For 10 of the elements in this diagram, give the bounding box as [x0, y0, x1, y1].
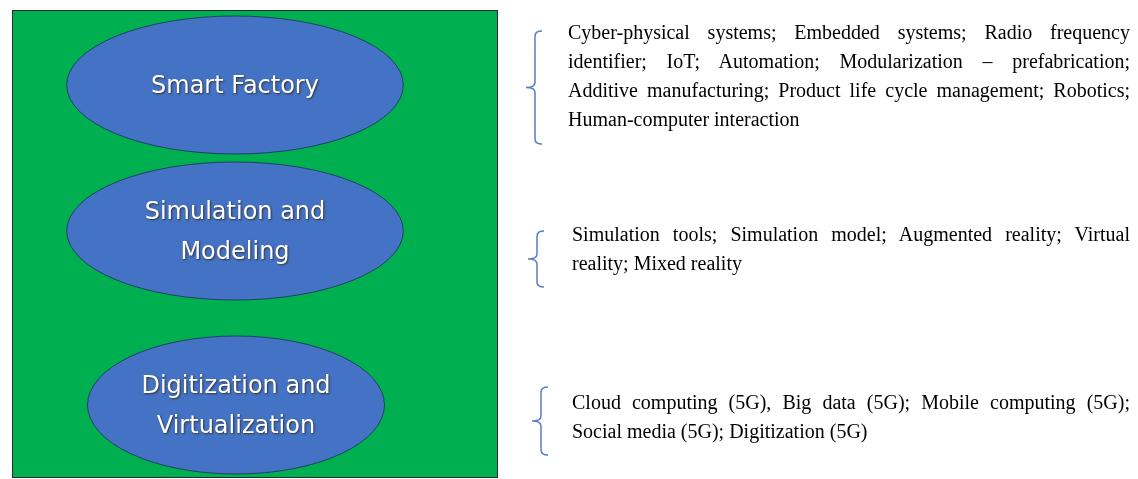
note-text: Cyber-physical systems; Embedded systems; Radio frequency identifier; IoT; Automation; Modularization – prefabrication; Additive manufacturing; Product life cycle management; Robotics; Human-computer interaction	[568, 20, 1130, 133]
ellipse-node	[86, 335, 386, 475]
node-title: Simulation and Modeling	[143, 196, 327, 267]
node-title: Digitization and Virtualization	[140, 370, 332, 441]
ellipse-node	[65, 15, 405, 155]
node-title: Smart Factory	[151, 70, 319, 101]
ellipse-node	[65, 161, 405, 301]
panel-background	[12, 10, 498, 478]
note-text: Cloud computing (5G), Big data (5G); Mobile computing (5G); Social media (5G); Digitization (5G)	[572, 390, 1130, 445]
note-text: Simulation tools; Simulation model; Augmented reality; Virtual reality; Mixed reality	[572, 222, 1130, 277]
